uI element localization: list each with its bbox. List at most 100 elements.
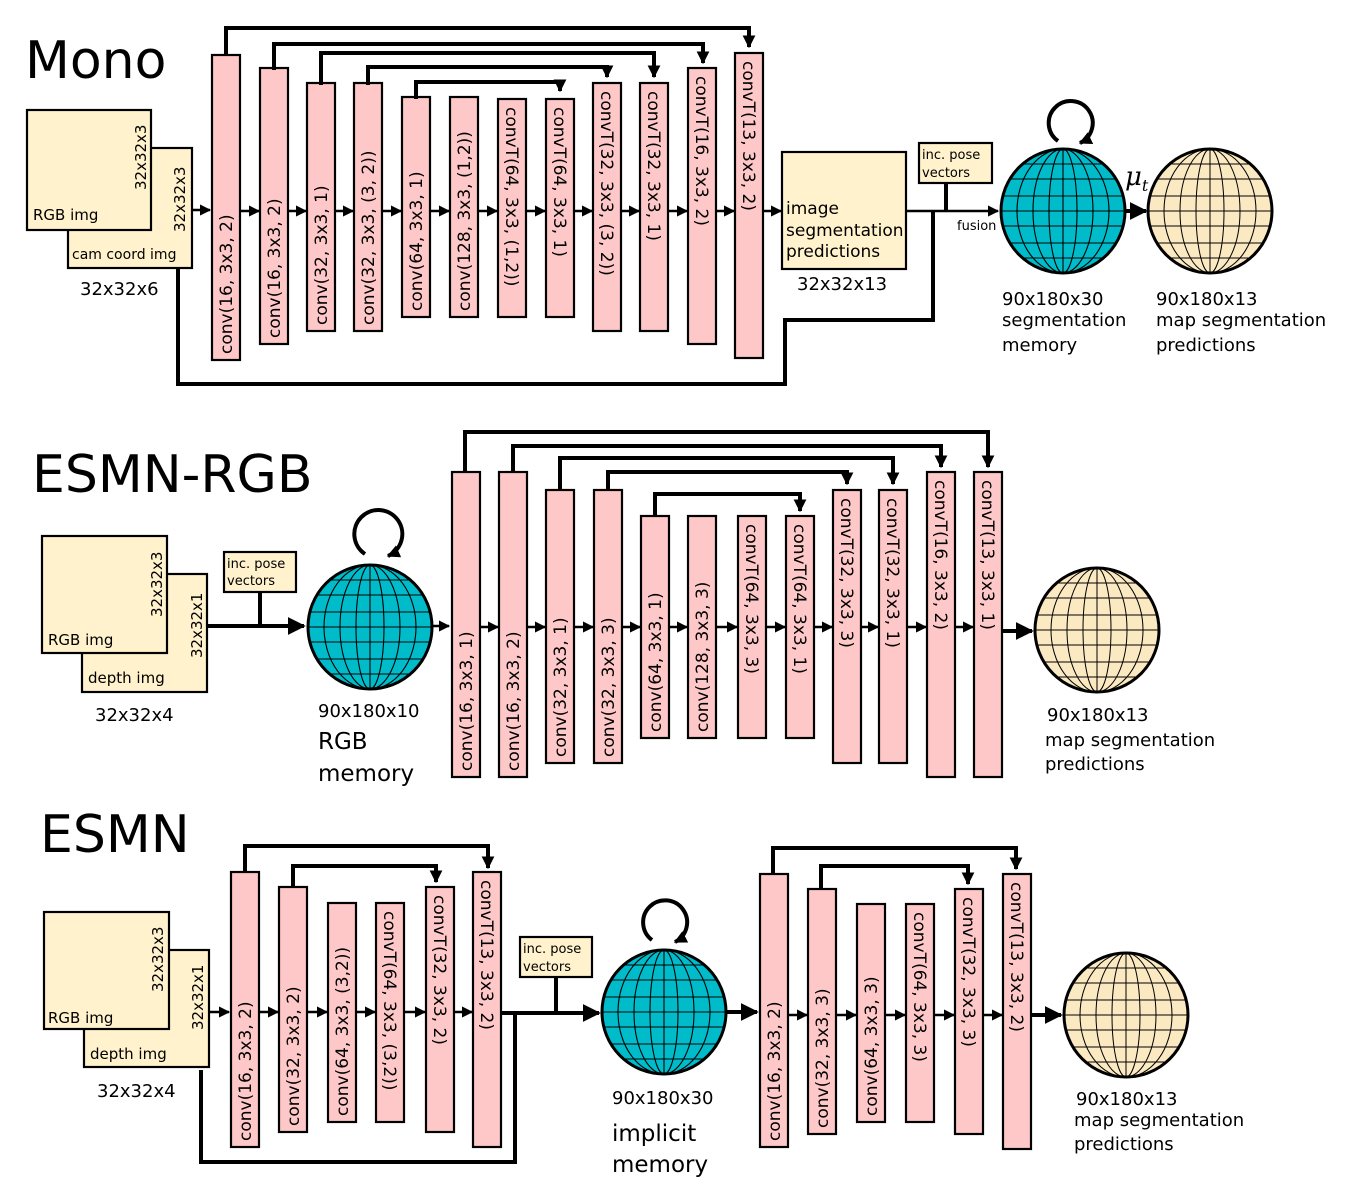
esmn-mem-line3: memory <box>612 1152 708 1178</box>
layer-block <box>972 470 1004 779</box>
depth-image-label: depth img <box>88 669 165 687</box>
layer-label: convT(32, 3x3, 2) <box>429 895 449 1045</box>
mono-out-line3: predictions <box>1156 335 1256 356</box>
pose-vectors-line2: vectors <box>227 574 275 589</box>
layer-label: conv(32, 3x3, 2) <box>284 986 304 1126</box>
layer-block <box>544 97 576 319</box>
rgb-input-dim: 32x32x4 <box>95 705 174 726</box>
rgb-out-line3: predictions <box>1045 754 1145 775</box>
layer-label: conv(16, 3x3, 2) <box>504 631 524 771</box>
skip-connection <box>653 492 807 516</box>
rgb-image-dim: 32x32x3 <box>149 927 167 992</box>
layer-label: conv(32, 3x3, 1) <box>312 185 332 325</box>
esmn-rgb-title: ESMN-RGB <box>32 445 313 505</box>
layer-label: convT(64, 3x3, 1) <box>549 107 569 257</box>
layer-block <box>258 66 290 346</box>
layer-label: conv(32, 3x3, 3) <box>599 617 619 757</box>
pose-vectors-line1: inc. pose <box>922 148 980 163</box>
layer-block <box>877 488 909 765</box>
pose-vectors-box <box>917 141 994 185</box>
depth-image-dim: 32x32x1 <box>188 593 206 658</box>
mono-memory-globe <box>999 99 1127 275</box>
layer-block <box>450 470 482 779</box>
layer-block <box>448 95 480 319</box>
layer-block <box>638 81 670 333</box>
esmn-input-images: depth img 32x32x1 RGB img 32x32x3 32x32x… <box>42 910 211 1102</box>
layer-label: conv(32, 3x3, 3) <box>813 988 833 1128</box>
layer-label: convT(13, 3x3, 1) <box>977 480 997 630</box>
skip-connection <box>558 456 900 490</box>
geometry-bypass-line <box>176 210 935 386</box>
esmn-map-globe <box>1062 951 1190 1079</box>
esmn-mem-line2: implicit <box>612 1121 696 1147</box>
skip-connection <box>243 844 495 872</box>
layer-label: convT(32, 3x3, 3) <box>836 498 856 648</box>
esmn-mem-dim: 90x180x30 <box>612 1088 713 1109</box>
rgb-map-globe <box>1033 566 1161 694</box>
layer-label: convT(13, 3x3, 2) <box>738 61 758 211</box>
layer-label: conv(128, 3x3, (1,2)) <box>455 131 475 311</box>
esmn-rgb-section: ESMN-RGB depth img 32x32x1 RGB img 32x32… <box>32 430 1215 787</box>
layer-label: convT(64, 3x3, (3,2)) <box>379 911 399 1090</box>
rgb-image <box>42 910 171 1031</box>
fusion-label: fusion <box>957 219 996 234</box>
skip-connection <box>366 65 614 85</box>
layer-block <box>686 514 718 740</box>
rgb-skip-connections <box>463 430 995 516</box>
rgb-memory-globe <box>306 508 434 691</box>
layer-block <box>758 872 790 1149</box>
depth-image-label: depth img <box>90 1045 167 1063</box>
pose-vectors-box <box>222 550 298 594</box>
layer-label: conv(64, 3x3, 3) <box>862 976 882 1116</box>
layer-label: conv(32, 3x3, 1) <box>551 617 571 757</box>
layer-block <box>784 514 816 740</box>
rgb-input-images: depth img 32x32x1 RGB img 32x32x3 32x32x… <box>40 534 209 726</box>
layer-label: conv(16, 3x3, 2) <box>217 214 237 354</box>
mu-symbol: μt <box>1125 162 1149 195</box>
esmn-out-dim: 90x180x13 <box>1076 1089 1177 1110</box>
rgb-image-dim: 32x32x3 <box>148 552 166 617</box>
layer-label: convT(64, 3x3, (1,2)) <box>501 107 521 286</box>
mono-skip-connections <box>224 26 756 99</box>
layer-block <box>277 885 309 1134</box>
skip-connection <box>414 79 567 99</box>
layer-label: convT(32, 3x3, (3, 2)) <box>596 91 616 276</box>
mono-map-globe <box>1146 147 1274 275</box>
mono-title: Mono <box>25 31 166 91</box>
layer-block <box>953 887 985 1136</box>
skip-connection <box>771 846 1023 874</box>
skip-connection <box>463 430 995 472</box>
layer-block <box>471 870 503 1149</box>
layer-label: convT(32, 3x3, 1) <box>882 498 902 648</box>
layer-label: convT(64, 3x3, 3) <box>909 912 929 1062</box>
layer-block <box>831 488 863 765</box>
esmn-dec-skips <box>771 846 1023 889</box>
layer-label: convT(13, 3x3, 2) <box>476 880 496 1030</box>
layer-block <box>925 470 957 779</box>
pose-vectors-line1: inc. pose <box>227 557 285 572</box>
skip-connection <box>224 26 756 55</box>
layer-block <box>352 81 384 333</box>
esmn-out-line3: predictions <box>1074 1134 1174 1155</box>
layer-label: conv(16, 3x3, 2) <box>236 1001 256 1141</box>
esmn-section: ESMN depth img 32x32x1 RGB img 32x32x3 3… <box>40 805 1244 1178</box>
layer-block <box>400 95 432 319</box>
skip-connection <box>319 51 661 85</box>
cam-coord-dim: 32x32x3 <box>171 167 189 232</box>
skip-connection <box>606 470 854 490</box>
layer-block <box>1001 872 1033 1151</box>
rgb-network: conv(16, 3x3, 1)conv(16, 3x3, 2)conv(32,… <box>450 470 1004 779</box>
layer-label: conv(16, 3x3, 2) <box>265 198 285 338</box>
rgb-image-label: RGB img <box>48 1009 113 1027</box>
layer-label: convT(32, 3x3, 3) <box>958 897 978 1047</box>
rgb-image-label: RGB img <box>33 206 98 224</box>
layer-block <box>904 902 936 1124</box>
layer-label: convT(16, 3x3, 2) <box>691 76 711 226</box>
layer-block <box>497 470 529 779</box>
skip-connection <box>511 444 948 472</box>
rgb-out-dim: 90x180x13 <box>1047 705 1148 726</box>
esmn-decoder: conv(16, 3x3, 2)conv(32, 3x3, 3)conv(64,… <box>758 872 1033 1151</box>
layer-block <box>592 488 624 765</box>
layer-label: convT(16, 3x3, 2) <box>930 480 950 630</box>
